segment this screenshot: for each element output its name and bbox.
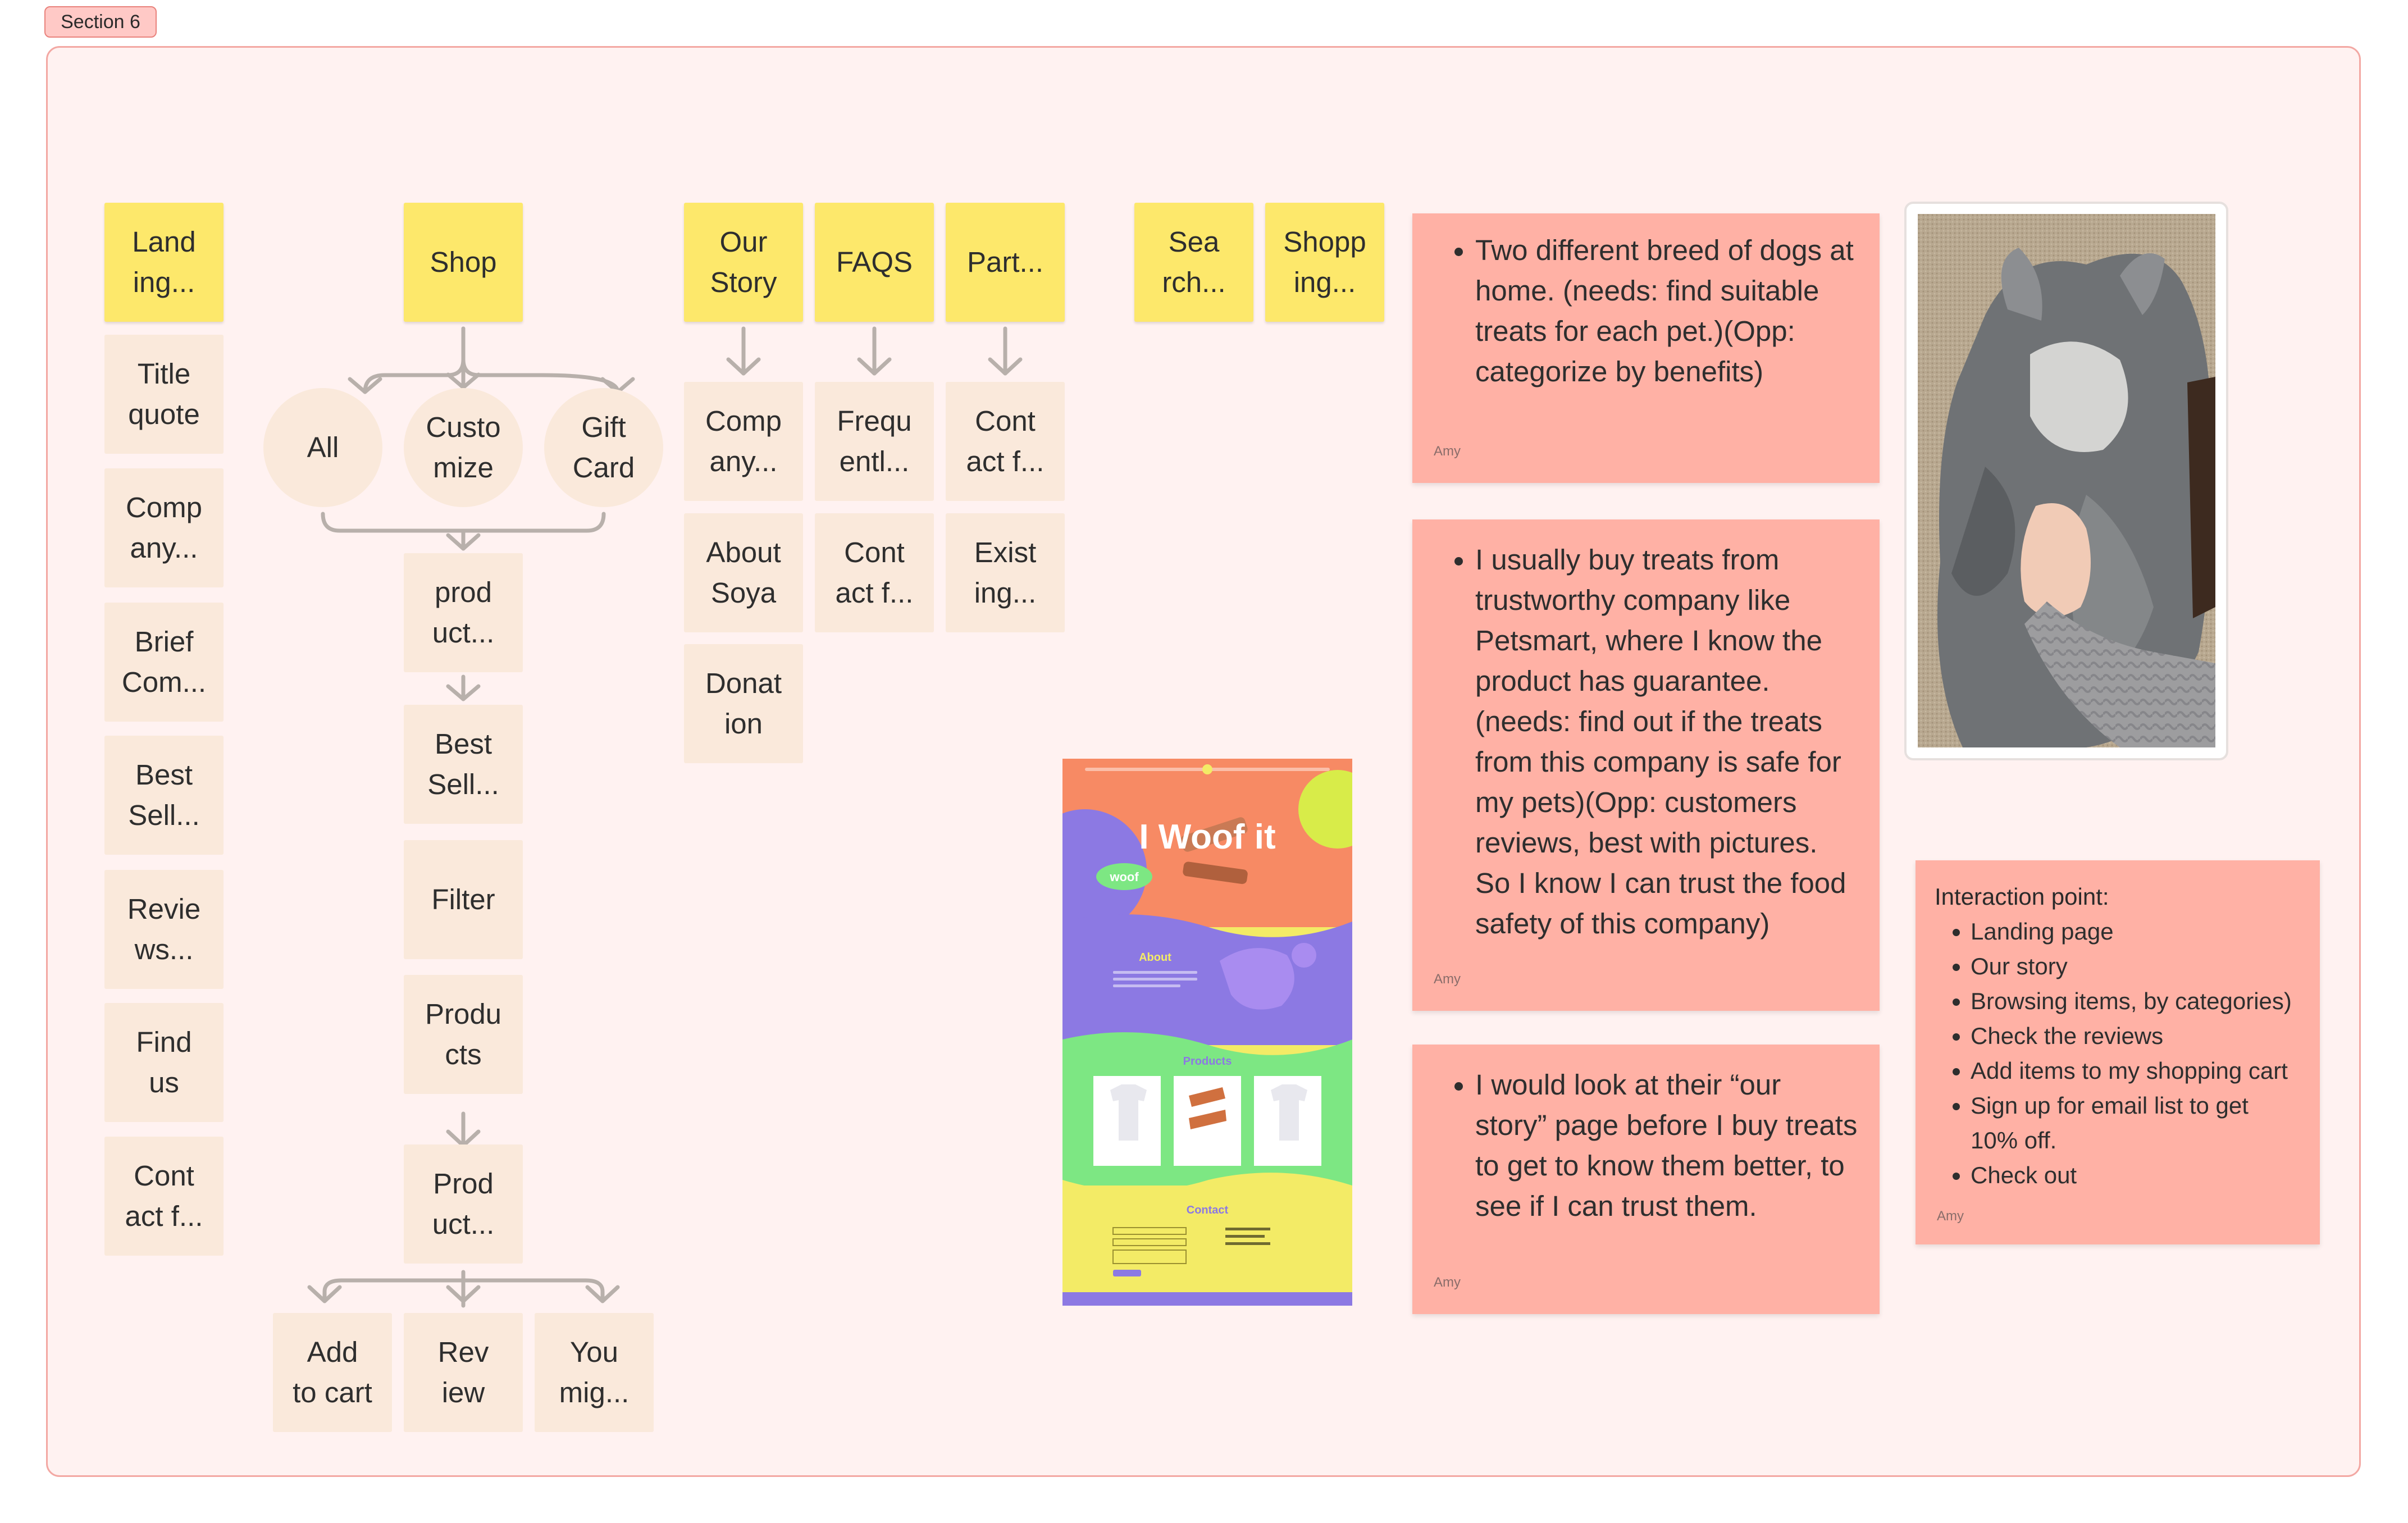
category-customize[interactable]: Custo mize: [404, 388, 523, 507]
interaction-item: Check the reviews: [1971, 1019, 2300, 1054]
mock-contact-heading: Contact: [1187, 1204, 1229, 1216]
sticky-find-us[interactable]: Find us: [104, 1003, 224, 1122]
note-interaction-points[interactable]: Interaction point: Landing page Our stor…: [1916, 860, 2320, 1244]
note-trustworthy-company[interactable]: I usually buy treats from trustworthy co…: [1412, 519, 1880, 1011]
sticky-title-quote[interactable]: Title quote: [104, 335, 224, 454]
sticky-search[interactable]: Sea rch...: [1134, 203, 1253, 322]
note-two-dogs[interactable]: Two different breed of dogs at home. (ne…: [1412, 213, 1880, 483]
interaction-item: Browsing items, by categories): [1971, 984, 2300, 1019]
sticky-our-story[interactable]: Our Story: [684, 203, 803, 322]
dog-photo: [1918, 214, 2215, 747]
sticky-faq-contact[interactable]: Cont act f...: [815, 513, 934, 632]
website-mockup[interactable]: I Woof it woof About Products Contact: [1062, 759, 1352, 1306]
sticky-existing[interactable]: Exist ing...: [946, 513, 1065, 632]
sticky-partner-contact[interactable]: Cont act f...: [946, 382, 1065, 501]
sticky-shop[interactable]: Shop: [404, 203, 523, 322]
sticky-partners[interactable]: Part...: [946, 203, 1065, 322]
interaction-item: Sign up for email list to get 10% off.: [1971, 1088, 2300, 1158]
sticky-product-list[interactable]: prod uct...: [404, 553, 523, 672]
sticky-story-company[interactable]: Comp any...: [684, 382, 803, 501]
mock-hero-title: I Woof it: [1139, 818, 1275, 856]
sticky-reviews[interactable]: Revie ws...: [104, 870, 224, 989]
sticky-brief-company[interactable]: Brief Com...: [104, 603, 224, 722]
sticky-product-detail[interactable]: Prod uct...: [404, 1144, 523, 1264]
sticky-about-soya[interactable]: About Soya: [684, 513, 803, 632]
note-text: I usually buy treats from trustworthy co…: [1475, 540, 1859, 944]
sticky-you-might-like[interactable]: You mig...: [535, 1313, 654, 1432]
interaction-item: Landing page: [1971, 914, 2300, 949]
sticky-frequently-asked[interactable]: Frequ entl...: [815, 382, 934, 501]
note-author: Amy: [1434, 444, 1461, 459]
sticky-contact-form[interactable]: Cont act f...: [104, 1137, 224, 1256]
sticky-best-sellers-shop[interactable]: Best Sell...: [404, 705, 523, 824]
interaction-item: Our story: [1971, 949, 2300, 984]
sticky-donation[interactable]: Donat ion: [684, 644, 803, 763]
sticky-landing[interactable]: Land ing...: [104, 203, 224, 322]
note-text: Two different breed of dogs at home. (ne…: [1475, 230, 1859, 392]
interaction-item: Add items to my shopping cart: [1971, 1054, 2300, 1088]
sticky-shopping[interactable]: Shopp ing...: [1265, 203, 1384, 322]
sticky-review[interactable]: Rev iew: [404, 1313, 523, 1432]
mock-products-heading: Products: [1183, 1055, 1232, 1068]
sticky-add-to-cart[interactable]: Add to cart: [273, 1313, 392, 1432]
note-author: Amy: [1434, 972, 1461, 987]
mock-woof-badge: woof: [1109, 870, 1139, 884]
sticky-faqs[interactable]: FAQS: [815, 203, 934, 322]
interaction-item: Check out: [1971, 1158, 2300, 1193]
sticky-filter[interactable]: Filter: [404, 840, 523, 959]
interaction-title: Interaction point:: [1935, 883, 2109, 910]
sticky-products[interactable]: Produ cts: [404, 975, 523, 1094]
note-author: Amy: [1937, 1209, 1964, 1224]
sticky-best-sellers[interactable]: Best Sell...: [104, 736, 224, 855]
note-author: Amy: [1434, 1275, 1461, 1290]
sticky-company[interactable]: Comp any...: [104, 468, 224, 587]
note-our-story-page[interactable]: I would look at their “our story” page b…: [1412, 1045, 1880, 1314]
category-gift-card[interactable]: Gift Card: [544, 388, 663, 507]
section-label[interactable]: Section 6: [44, 6, 157, 38]
mock-about-heading: About: [1139, 951, 1171, 964]
category-all[interactable]: All: [263, 388, 382, 507]
note-text: I would look at their “our story” page b…: [1475, 1065, 1859, 1226]
dog-photo-frame[interactable]: [1904, 202, 2228, 760]
